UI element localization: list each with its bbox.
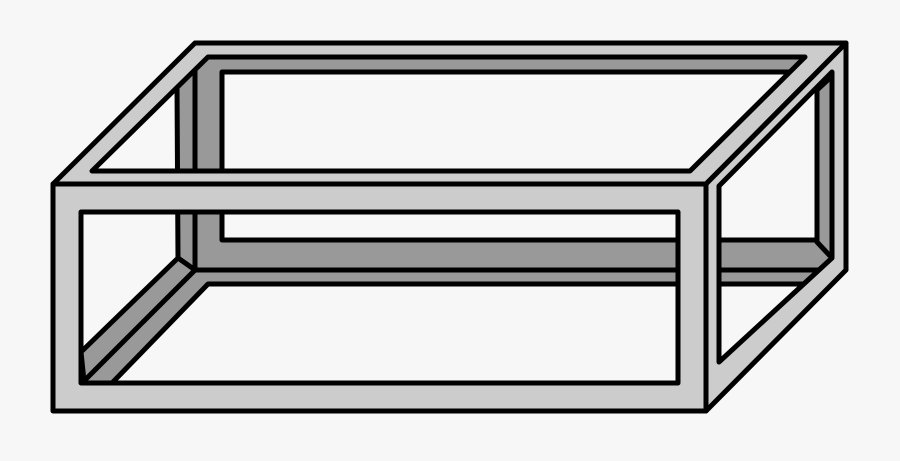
front-frame — [50, 181, 709, 414]
back-left-post-side — [174, 61, 198, 273]
